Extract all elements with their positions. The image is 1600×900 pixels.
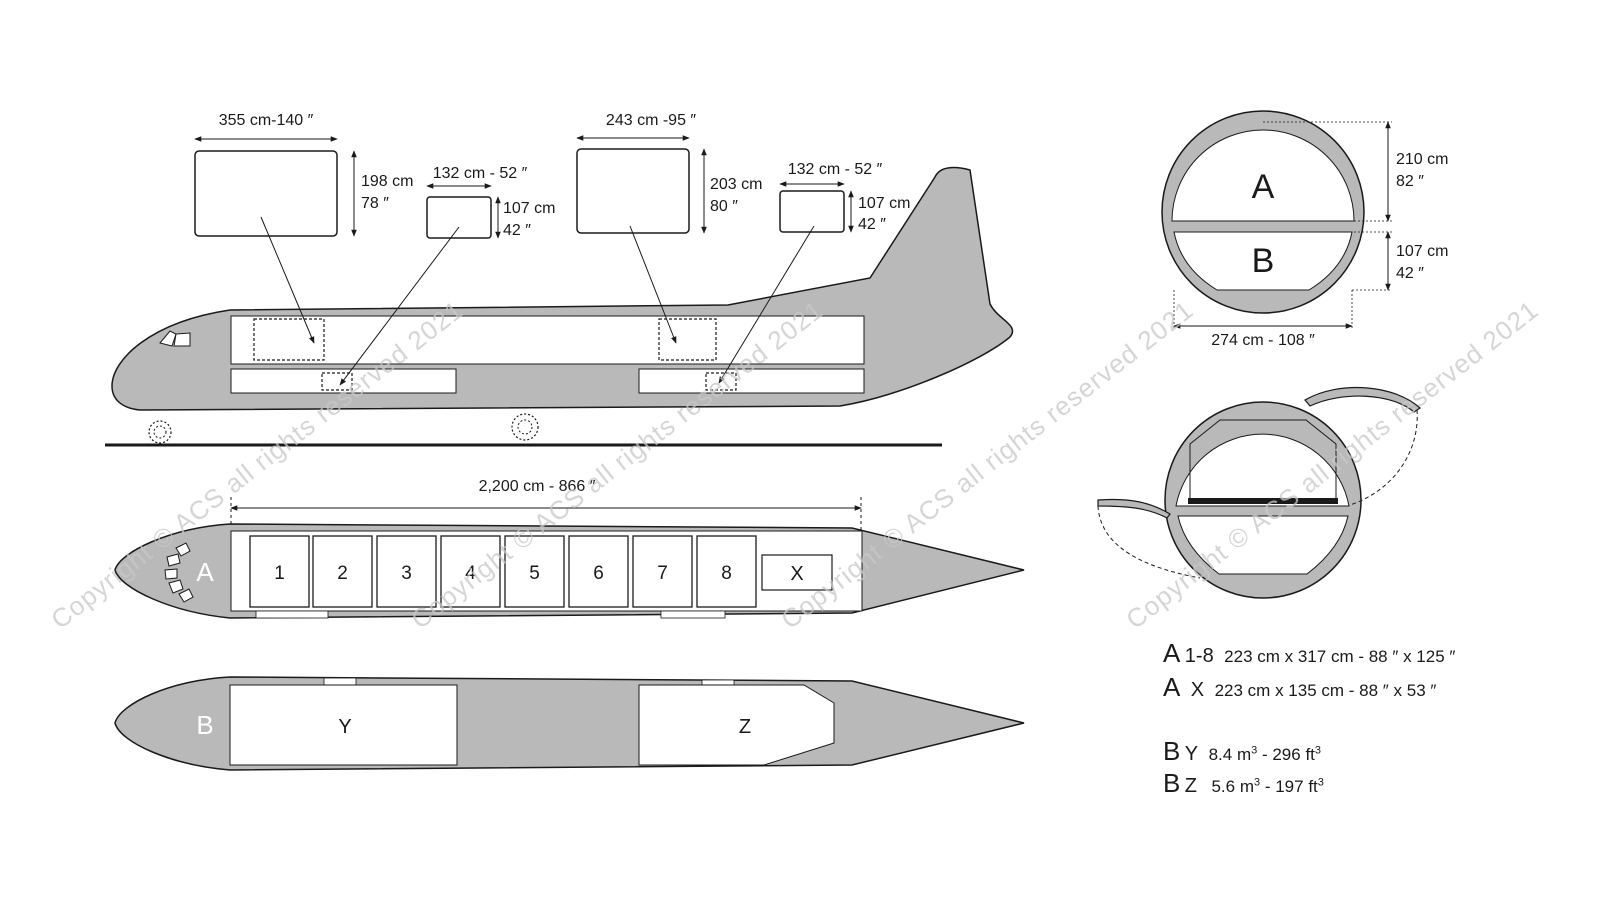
lower-height-cm-label: 107 cm (1396, 243, 1448, 260)
lower-deck-plan: B Y Z (114, 676, 1025, 771)
legend-row-by: B Y 8.4 m3 - 296 ft3 (1163, 738, 1321, 764)
position-8-box (696, 535, 757, 608)
side-pallet2-position (658, 318, 717, 361)
position-5-box (504, 535, 565, 608)
position-x-label: X (790, 563, 803, 585)
box2-height-in-label: 42 ″ (858, 216, 886, 233)
position-3-box (376, 535, 437, 608)
upper-deck-plan: 2,200 cm - 866 ″ A 1 2 3 4 5 6 7 8 X (114, 478, 1025, 619)
position-4-box (440, 535, 501, 608)
legend-a18-dims: 223 cm x 317 cm - 88 ″ x 125 ″ (1224, 647, 1456, 666)
pallet1-pointer (260, 216, 315, 344)
legend-by-volume-m: 8.4 m (1208, 745, 1252, 764)
lower-deck-letter: B (196, 710, 213, 740)
box2-shape (779, 190, 845, 233)
nose-wheel-icon (148, 420, 172, 444)
legend-by-sup-m: 3 (1251, 744, 1258, 757)
side-box2-position (705, 372, 737, 391)
compartment-y-label: Y (338, 716, 351, 738)
box1-height-in-label: 42 ″ (503, 222, 531, 239)
pallet1-shape (194, 150, 338, 237)
upper-height-cm-label: 210 cm (1396, 151, 1448, 168)
lower-height-in-label: 42 ″ (1396, 265, 1424, 282)
legend-bz-letter: B (1163, 768, 1181, 798)
cross-section-doors-open (1097, 386, 1421, 599)
side-view: 355 cm-140 ″ 198 cm 78 ″ 132 cm - 52 ″ 1… (105, 112, 1014, 447)
legend-by-volume-ft: - 296 ft (1257, 745, 1315, 764)
cockpit-seats-icon (164, 542, 194, 603)
legend-row-ax: A X 223 cm x 135 cm - 88 ″ x 53 ″ (1163, 674, 1436, 700)
upper-height-in-label: 82 ″ (1396, 173, 1424, 190)
position-1-label: 1 (274, 563, 285, 584)
position-1-box (249, 535, 310, 608)
side-main-deck-hold (230, 315, 865, 365)
box2-width-label: 132 cm - 52 ″ (788, 161, 883, 178)
legend-bz-sup-ft: 3 (1317, 776, 1324, 789)
pallet2-height-cm-label: 203 cm (710, 176, 762, 193)
upper-deck-positions: 1 2 3 4 5 6 7 8 (249, 535, 757, 608)
legend-bz-volume-m: 5.6 m (1211, 777, 1254, 796)
box1-pointer (339, 226, 460, 386)
legend-bz-pos: Z (1184, 775, 1198, 797)
legend-row-bz: B Z 5.6 m3 - 197 ft3 (1163, 770, 1324, 796)
cross-section-lower-letter: B (1252, 242, 1275, 280)
side-pallet1-position (253, 318, 325, 361)
box1-height-cm-label: 107 cm (503, 200, 555, 217)
position-x-box (761, 554, 833, 591)
cross-section-upper-letter: A (1252, 168, 1275, 206)
compartment-y (229, 684, 458, 766)
legend-ax-dims: 223 cm x 135 cm - 88 ″ x 53 ″ (1214, 681, 1437, 700)
pallet2-width-label: 243 cm -95 ″ (606, 112, 696, 129)
legend-bz-volume-ft: - 197 ft (1260, 777, 1318, 796)
position-7-label: 7 (657, 563, 668, 584)
legend-by-letter: B (1163, 736, 1181, 766)
cross-section-upper-hold (1171, 129, 1355, 222)
compartment-z-label: Z (739, 716, 751, 738)
side-lower-hold-aft (638, 368, 865, 394)
legend-by-sup-ft: 3 (1314, 744, 1322, 757)
legend-ax-letter: A (1163, 672, 1181, 702)
box1-shape (426, 196, 492, 239)
pallet1-height-in-label: 78 ″ (361, 195, 389, 212)
cross-section-width-label: 274 cm - 108 ″ (1211, 332, 1315, 349)
side-box1-position (321, 372, 353, 391)
cross-section-lower-hold (1173, 231, 1353, 291)
box2-height-cm-label: 107 cm (858, 195, 910, 212)
position-2-label: 2 (337, 563, 348, 584)
box2-pointer (718, 225, 815, 384)
box1-width-label: 132 cm - 52 ″ (433, 165, 528, 182)
legend-bz-sup-m: 3 (1254, 776, 1261, 789)
position-4-label: 4 (465, 563, 476, 584)
main-wheel-icon (511, 413, 539, 441)
legend-a18-pos: 1-8 (1184, 645, 1214, 667)
legend-row-a18: A 1-8 223 cm x 317 cm - 88 ″ x 125 ″ (1163, 640, 1455, 666)
position-6-label: 6 (593, 563, 604, 584)
pallet2-height-in-label: 80 ″ (710, 198, 738, 215)
compartment-z (638, 684, 835, 766)
legend-a18-letter: A (1163, 638, 1181, 668)
position-3-label: 3 (401, 563, 412, 584)
position-6-box (568, 535, 629, 608)
legend-ax-pos: X (1190, 679, 1205, 701)
legend-by-pos: Y (1184, 743, 1199, 765)
upper-deck-letter: A (196, 557, 214, 587)
pallet1-width-label: 355 cm-140 ″ (219, 112, 314, 129)
pallet1-height-cm-label: 198 cm (361, 173, 413, 190)
position-2-box (312, 535, 373, 608)
cross-section: A B 210 cm 82 ″ 107 cm 42 ″ 274 cm - 108… (1161, 110, 1448, 349)
pallet2-shape (576, 148, 690, 234)
left-door-icon (1097, 498, 1171, 519)
position-8-label: 8 (721, 563, 732, 584)
pallet2-pointer (629, 225, 677, 344)
upper-deck-length-label: 2,200 cm - 866 ″ (479, 478, 596, 495)
position-5-label: 5 (529, 563, 540, 584)
position-7-box (632, 535, 693, 608)
